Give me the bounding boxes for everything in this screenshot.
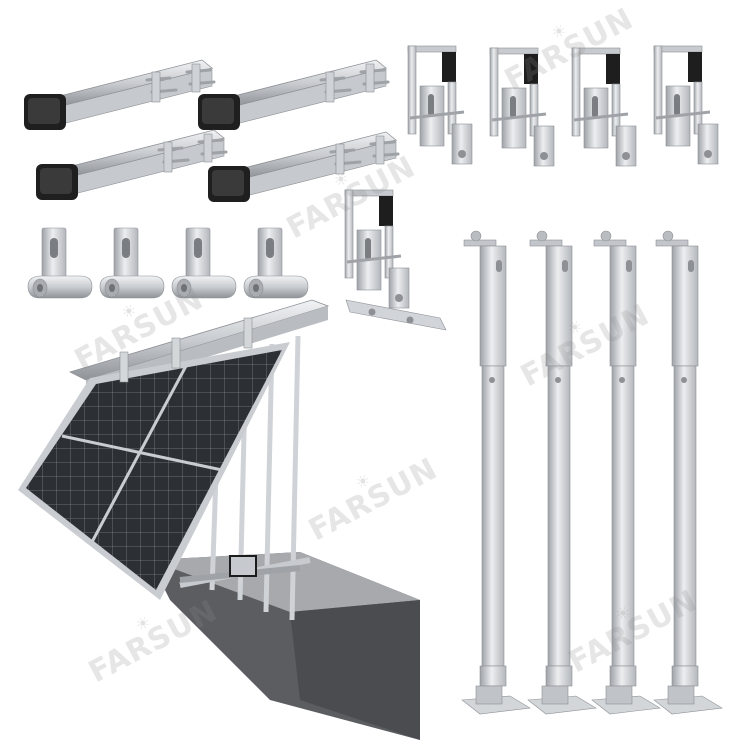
- balcony-solar-panel-scene: [18, 299, 420, 740]
- single-panel-hook-bracket: [343, 188, 447, 331]
